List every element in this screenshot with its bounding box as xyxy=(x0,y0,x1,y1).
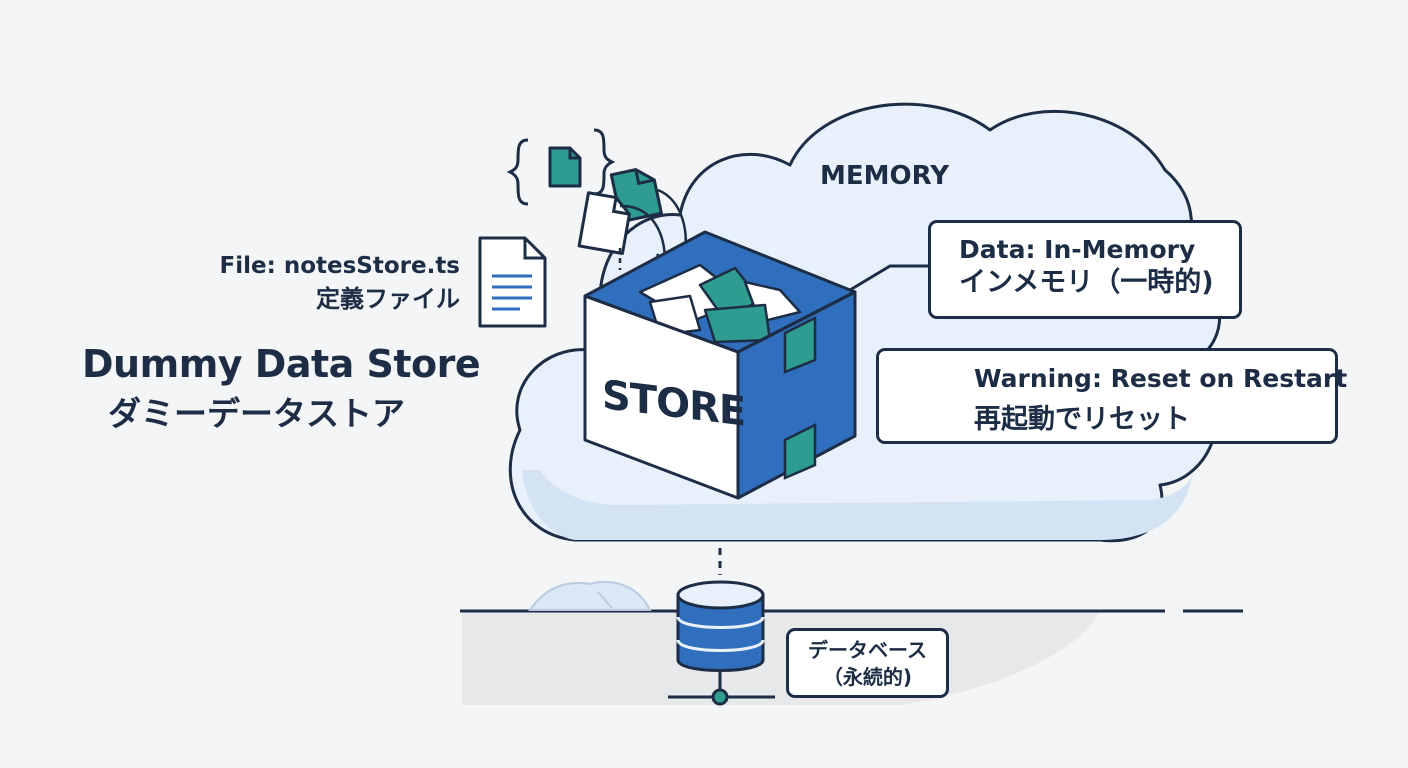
store-box xyxy=(583,230,857,500)
data-note-line1: Data: In-Memory xyxy=(959,235,1196,264)
document-icon xyxy=(577,191,631,256)
database-icon xyxy=(668,580,775,706)
warning-note: Warning: Reset on Restart 再起動でリセット xyxy=(876,348,1347,444)
diagram-title-jp: ダミーデータストア xyxy=(108,394,405,433)
file-icon xyxy=(478,236,547,328)
warning-note-line1: Warning: Reset on Restart xyxy=(974,364,1348,393)
memory-label: MEMORY xyxy=(820,161,950,191)
diagram-title: Dummy Data Store xyxy=(82,342,481,386)
data-note-line2: インメモリ（一時的) xyxy=(959,267,1214,298)
file-definition-label: 定義ファイル xyxy=(316,285,460,313)
document-icon xyxy=(548,146,582,188)
data-note-pointer xyxy=(849,264,930,292)
data-note: Data: In-Memory インメモリ（一時的) xyxy=(928,220,1242,319)
warning-note-line2: 再起動でリセット xyxy=(974,404,1190,435)
database-note-line1: データベース xyxy=(808,638,927,662)
database-note-line2: （永続的) xyxy=(822,665,913,689)
database-note: データベース （永続的) xyxy=(786,628,949,698)
floating-documents xyxy=(506,128,694,270)
file-name-label: File: notesStore.ts xyxy=(219,253,460,279)
